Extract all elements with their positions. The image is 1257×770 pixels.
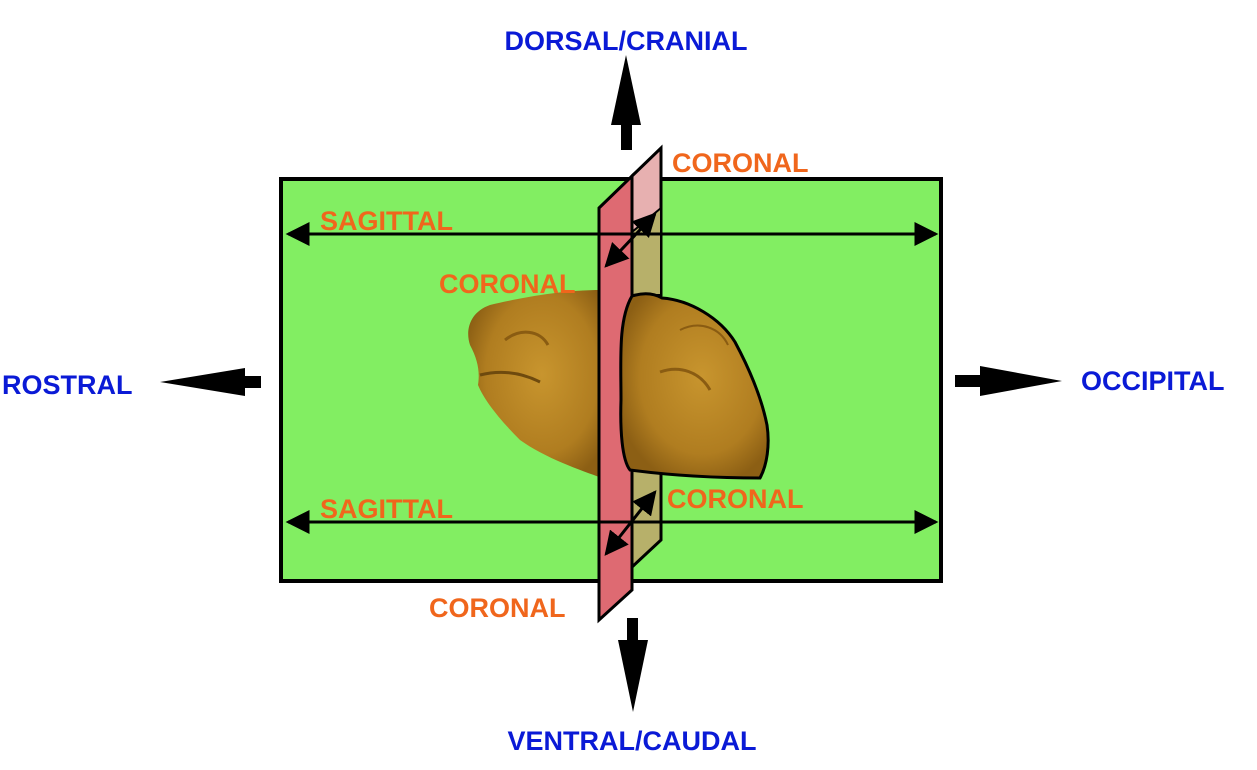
dorsal-arrow xyxy=(611,55,641,150)
specimen-right xyxy=(619,292,770,480)
coronal-arrow-bottom xyxy=(604,490,657,556)
specimen-right-ridge xyxy=(679,324,729,346)
coronal-label-top-right: CORONAL xyxy=(672,148,809,178)
rostral-arrow xyxy=(160,368,261,396)
coronal-label-bottom-left: CORONAL xyxy=(429,593,566,623)
specimen-left xyxy=(468,290,602,478)
specimen-left-eye xyxy=(504,330,550,346)
sagittal-label-bottom: SAGITTAL xyxy=(320,494,453,524)
ventral-arrow xyxy=(618,618,648,712)
specimen-left-detail xyxy=(479,370,541,384)
specimen-right-detail xyxy=(659,367,712,391)
rostral-label: ROSTRAL xyxy=(2,370,133,400)
occipital-label: OCCIPITAL xyxy=(1081,366,1225,396)
occipital-arrow xyxy=(955,366,1062,396)
coronal-label-mid-right: CORONAL xyxy=(667,484,804,514)
ventral-caudal-label: VENTRAL/CAUDAL xyxy=(508,726,757,756)
coronal-label-mid-left: CORONAL xyxy=(439,269,576,299)
coronal-arrow-top xyxy=(604,212,657,268)
sagittal-label-top: SAGITTAL xyxy=(320,206,453,236)
dorsal-cranial-label: DORSAL/CRANIAL xyxy=(505,26,748,56)
